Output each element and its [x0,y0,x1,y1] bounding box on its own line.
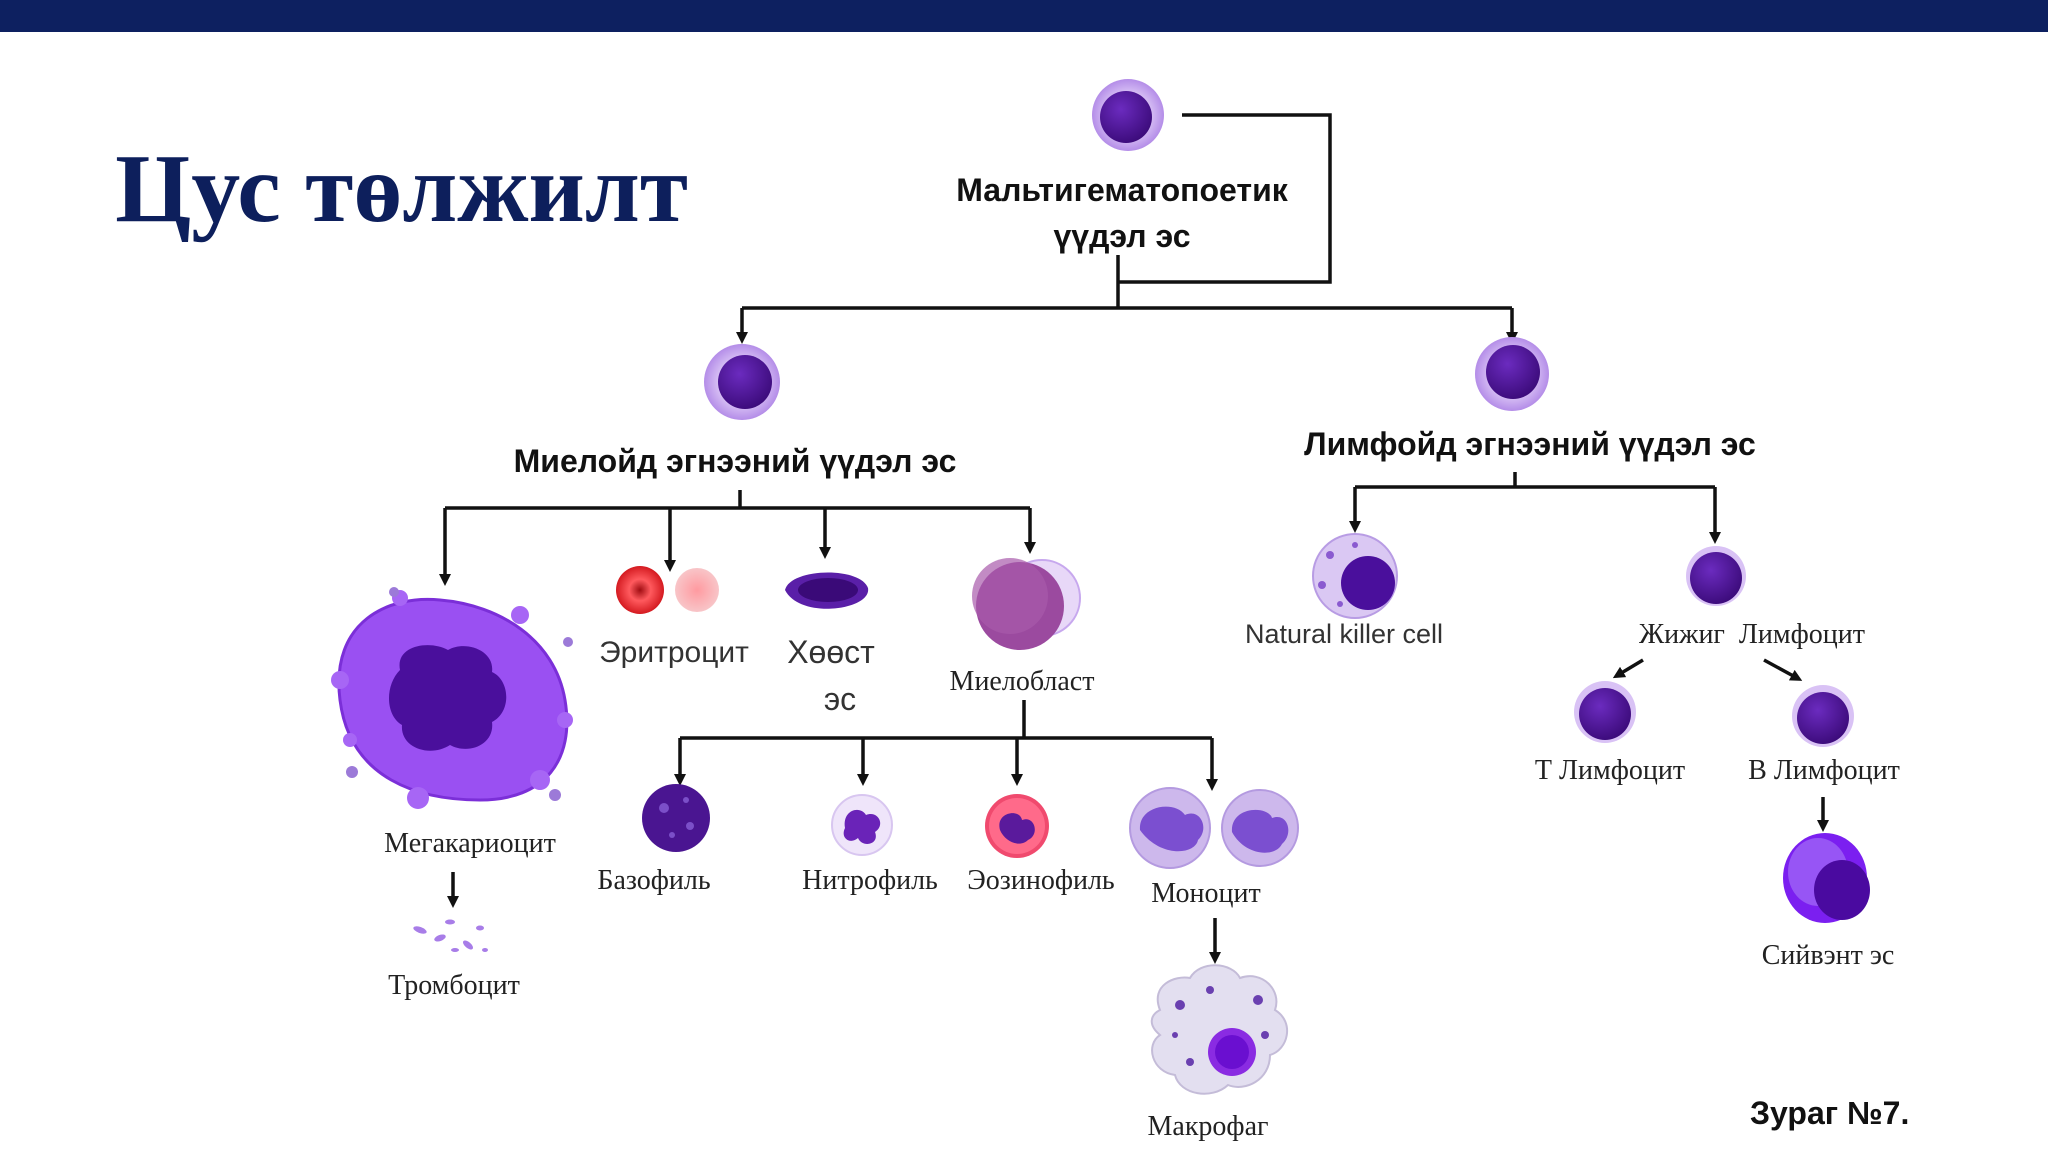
small-lymphocyte-label: Жижиг Лимфоцит [1639,619,1865,650]
stem-cell [1092,79,1164,151]
myeloblast-cell [972,558,1081,650]
connector-stem-bracket [1118,113,1332,284]
plasma-cell-label: Сийвэнт эс [1761,940,1895,971]
arrow-to-b-lymphocyte [1763,658,1803,681]
t-lymphocyte-label: Т Лимфоцит [1534,755,1686,786]
myeloid-progenitor-cell [704,344,780,420]
page-title: Цус төлжилт [115,135,688,243]
eosinophil-label: Эозинофиль [967,865,1115,896]
nk-cell-label: Natural killer cell [1244,619,1444,649]
figure-caption: Зураг №7. [1750,1095,1910,1131]
myeloid-label: Миелойд эгнээний үүдэл эс [513,443,957,479]
hollow-cell-label-line2: эс [823,681,857,717]
megakaryocyte-cell [331,587,573,809]
basophil-cell [642,784,710,852]
myeloblast-label: Миелобласт [949,666,1095,697]
megakaryocyte-label: Мегакариоцит [384,828,556,859]
erythrocyte-cells [616,566,719,614]
connectors [439,113,1829,964]
header-bar [0,0,2048,32]
plasma-cell-shape [1783,833,1870,923]
basophil-label: Базофиль [597,865,711,896]
b-lymphocyte-label: В Лимфоцит [1748,755,1900,786]
neutrophil-label: Нитрофиль [802,865,938,896]
b-lymphocyte-cell [1792,685,1854,747]
small-lymphocyte-cell [1686,546,1746,606]
neutrophil-cell [831,794,893,856]
hollow-cell-label-line1: Хөөст [787,634,875,670]
hollow-cell-shape [785,572,869,609]
stem-cell-label-line1: Мальтигематопоетик [956,172,1288,208]
nk-cell-shape [1312,533,1398,619]
t-lymphocyte-cell [1574,681,1636,743]
eosinophil-cell [985,794,1049,858]
arrow-to-t-lymphocyte [1612,658,1644,679]
lymphoid-label: Лимфойд эгнээний үүдэл эс [1304,426,1756,462]
monocyte-cells [1129,787,1299,869]
erythrocyte-label: Эритроцит [599,636,749,669]
stem-cell-label-line2: үүдэл эс [1053,218,1191,254]
macrophage-label: Макрофаг [1147,1111,1269,1142]
thrombocyte-particles [413,919,488,952]
thrombocyte-label: Тромбоцит [388,970,520,1001]
macrophage-cell [1150,964,1289,1095]
monocyte-label: Моноцит [1151,878,1261,909]
lymphoid-progenitor-cell [1475,337,1549,411]
